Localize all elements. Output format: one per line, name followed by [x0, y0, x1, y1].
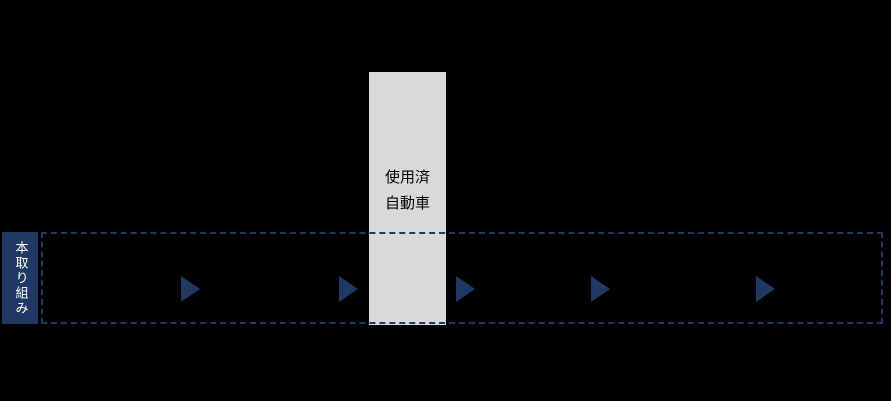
- arrow-right-icon: [456, 276, 475, 302]
- used-car-box: 使用済 自動車: [369, 72, 446, 325]
- initiative-label: 本取り組み: [2, 232, 38, 324]
- arrow-right-icon: [756, 276, 775, 302]
- arrow-right-icon: [591, 276, 610, 302]
- arrow-right-icon: [339, 276, 358, 302]
- used-car-box-line1: 使用済: [384, 167, 430, 186]
- initiative-scope-frame: [41, 232, 883, 324]
- used-car-box-label: 使用済 自動車: [385, 164, 430, 216]
- arrow-right-icon: [181, 276, 200, 302]
- initiative-label-text: 本取り組み: [12, 240, 28, 316]
- used-car-box-line2: 自動車: [384, 193, 430, 212]
